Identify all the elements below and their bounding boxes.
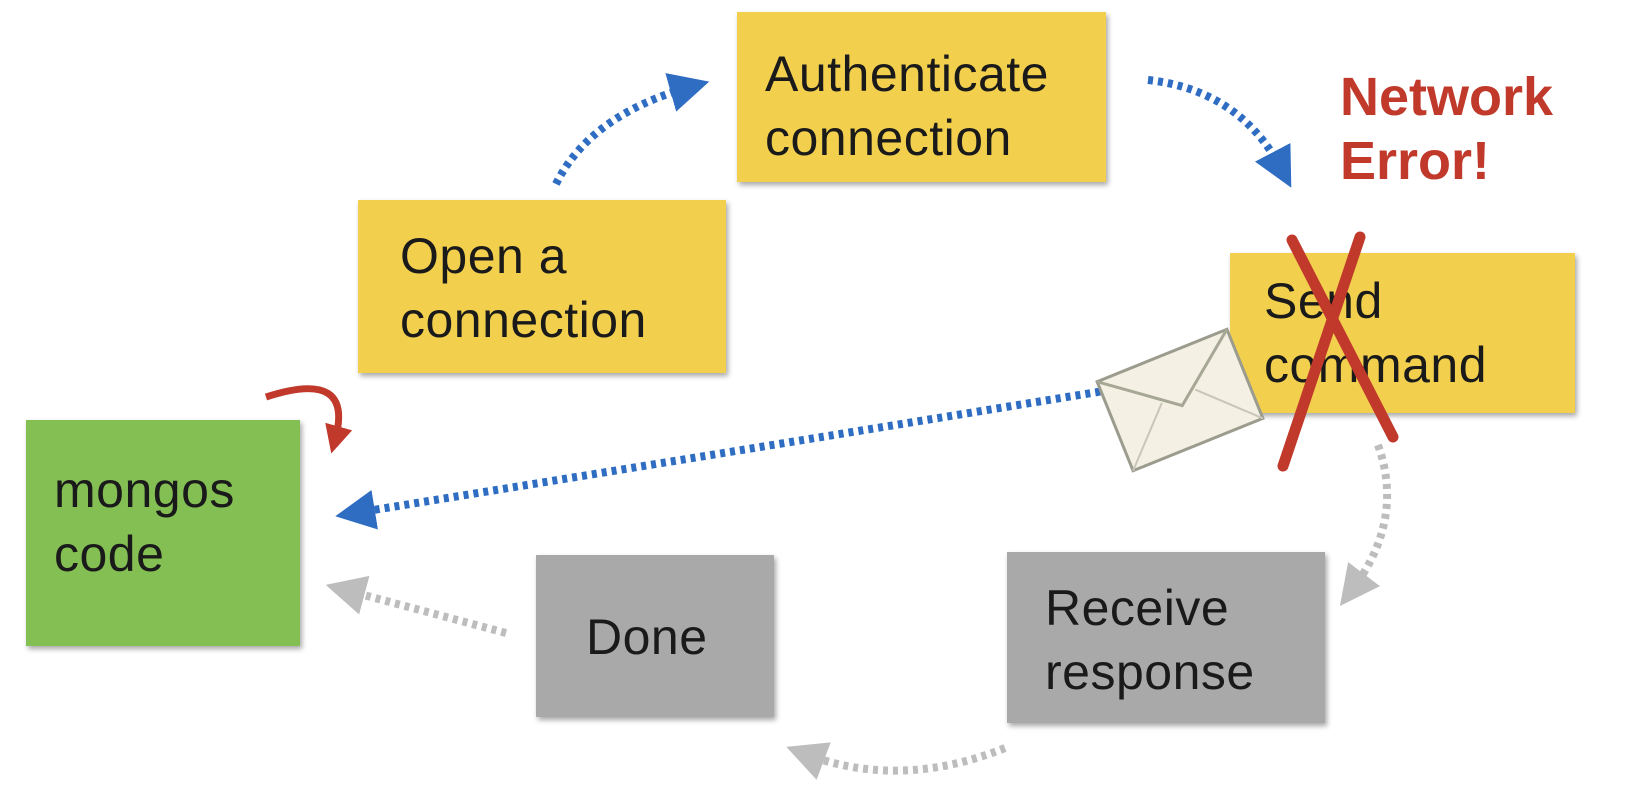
node-done-label: Done xyxy=(586,609,708,665)
node-authenticate-connection: Authenticate connection xyxy=(737,12,1106,182)
node-open-label: Open a connection xyxy=(400,228,647,348)
node-receive-response: Receive response xyxy=(1007,552,1325,723)
network-error-label: Network Error! xyxy=(1340,67,1554,191)
arrow-receive-to-done xyxy=(786,742,1007,780)
node-send-command: Send command xyxy=(1230,253,1575,413)
node-done: Done xyxy=(536,555,774,717)
arrow-send-to-mongos xyxy=(335,386,1111,530)
arrow-authenticate-to-send xyxy=(1147,76,1292,188)
node-send-label: Send command xyxy=(1264,273,1488,393)
arrow-open-to-authenticate xyxy=(552,73,710,186)
arrow-send-to-receive xyxy=(1339,443,1392,606)
node-open-connection: Open a connection xyxy=(358,200,726,373)
node-mongos-label: mongos code xyxy=(54,462,235,582)
node-mongos-code: mongos code xyxy=(26,420,300,646)
arrow-done-to-mongos xyxy=(325,575,508,637)
node-authenticate-label: Authenticate connection xyxy=(765,46,1049,166)
node-receive-label: Receive response xyxy=(1045,580,1255,700)
